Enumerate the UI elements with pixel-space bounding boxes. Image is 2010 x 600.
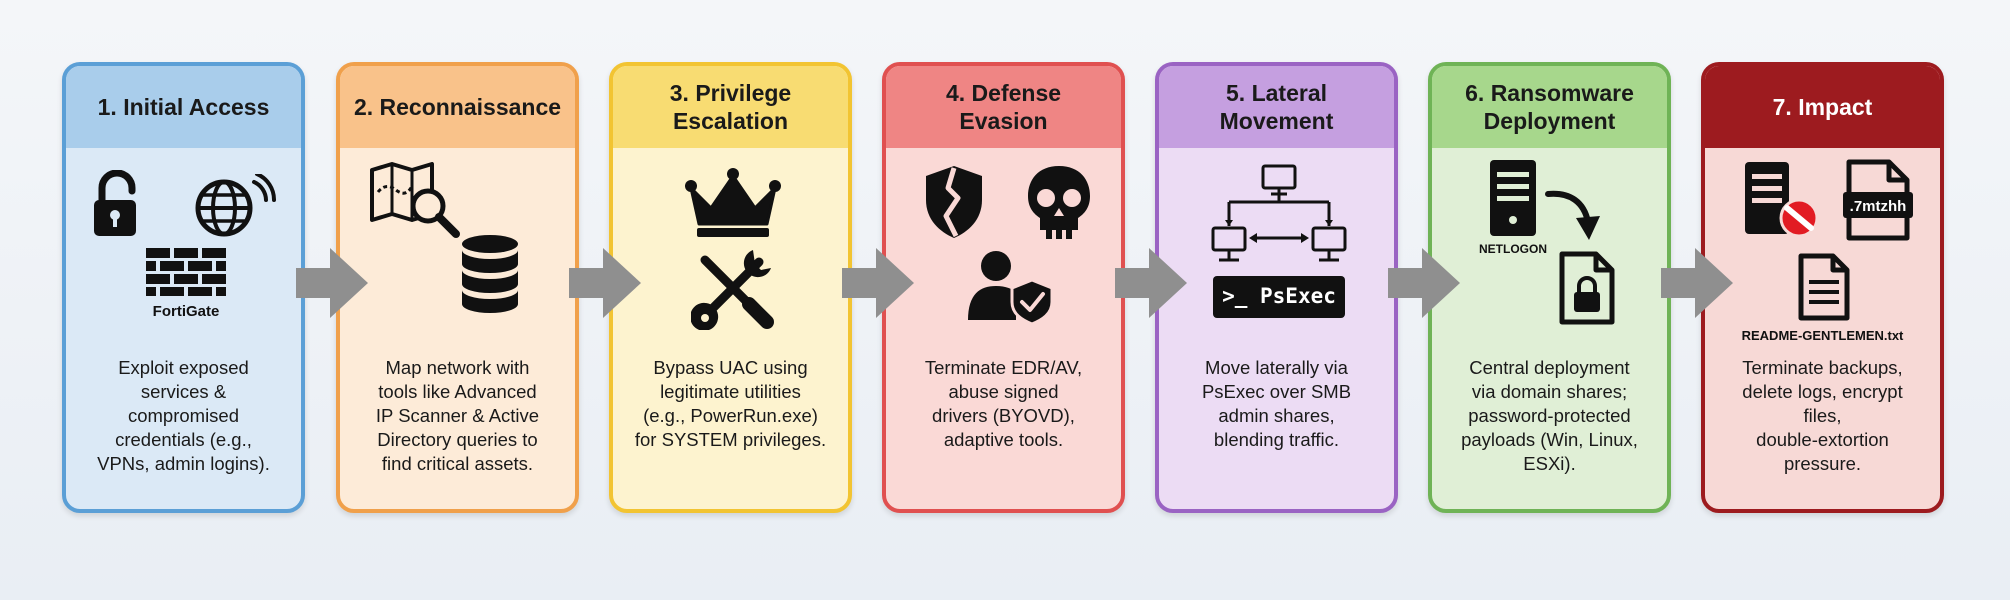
crown-icon — [685, 168, 781, 237]
stage-description: Central deployment via domain shares; pa… — [1461, 357, 1638, 474]
flow-arrow-icon — [569, 248, 641, 318]
stage-description: Exploit exposed services & compromised c… — [97, 357, 270, 474]
flow-arrow-icon — [296, 248, 368, 318]
stage-card-initial-access: 1. Initial Access — [62, 62, 305, 513]
server-icon — [1490, 160, 1536, 236]
stage-title: 7. Impact — [1705, 66, 1940, 148]
stage-description: Terminate backups, delete logs, encrypt … — [1742, 357, 1903, 474]
stage-title: 4. Defense Evasion — [886, 66, 1121, 148]
stage-card-ransomware-deployment: 6. Ransomware Deployment NETLOGON Centr — [1428, 62, 1671, 513]
stage-icons — [613, 148, 848, 343]
skull-icon — [1028, 166, 1090, 239]
flow-arrow-icon — [842, 248, 914, 318]
ransom-note-filename: README-GENTLEMEN.txt — [1741, 328, 1904, 343]
firewall-icon — [146, 248, 226, 296]
map-magnifier-icon — [370, 162, 460, 238]
terminal-icon — [1213, 276, 1345, 318]
stage-card-privilege-escalation: 3. Privilege Escalation Bypass UAC using… — [609, 62, 852, 513]
stage-description: Terminate EDR/AV, abuse signed drivers (… — [924, 357, 1083, 450]
stage-card-lateral-movement: 5. Lateral Movement — [1155, 62, 1398, 513]
stage-card-defense-evasion: 4. Defense Evasion Terminate EDR/AV, abu… — [882, 62, 1125, 513]
server-blocked-icon — [1745, 162, 1819, 238]
stage-card-reconnaissance: 2. Reconnaissance Map network with tools… — [336, 62, 579, 513]
stage-card-impact: 7. Impact .7mtzhh — [1701, 62, 1944, 513]
flow-arrow-icon — [1661, 248, 1733, 318]
stage-icons — [340, 148, 575, 343]
unlocked-padlock-icon — [94, 170, 136, 236]
stage-icons: .7mtzhh README-GENTLEMEN.txt — [1705, 148, 1940, 343]
flow-arrow-icon — [1388, 248, 1460, 318]
user-shield-icon — [968, 251, 1054, 324]
stage-description: Map network with tools like Advanced IP … — [375, 357, 540, 474]
database-icon — [462, 235, 518, 313]
wrench-screwdriver-icon — [691, 250, 774, 330]
stage-icons: >_ PsExec — [1159, 148, 1394, 343]
flow-arrow-icon — [1115, 248, 1187, 318]
stage-icons: FortiGate — [66, 148, 301, 343]
stage-icons — [886, 148, 1121, 343]
encrypted-file-icon — [1843, 159, 1913, 241]
psexec-label: >_ PsExec — [1222, 284, 1336, 308]
broken-shield-icon — [926, 166, 982, 238]
encrypted-extension-label: .7mtzhh — [1849, 198, 1907, 215]
network-computers-icon — [1211, 164, 1347, 262]
globe-signal-icon — [195, 174, 276, 237]
stage-title: 6. Ransomware Deployment — [1432, 66, 1667, 148]
stage-title: 1. Initial Access — [66, 66, 301, 148]
stage-icons: NETLOGON — [1432, 148, 1667, 343]
stage-title: 5. Lateral Movement — [1159, 66, 1394, 148]
stage-title: 2. Reconnaissance — [340, 66, 575, 148]
locked-file-icon — [1559, 251, 1615, 325]
text-file-icon — [1798, 253, 1850, 321]
stage-title: 3. Privilege Escalation — [613, 66, 848, 148]
stage-description: Bypass UAC using legitimate utilities (e… — [634, 357, 827, 450]
netlogon-label: NETLOGON — [1479, 242, 1547, 256]
curved-arrow-icon — [1545, 190, 1600, 240]
stage-description: Move laterally via PsExec over SMB admin… — [1201, 357, 1352, 450]
fortigate-label: FortiGate — [152, 303, 220, 320]
